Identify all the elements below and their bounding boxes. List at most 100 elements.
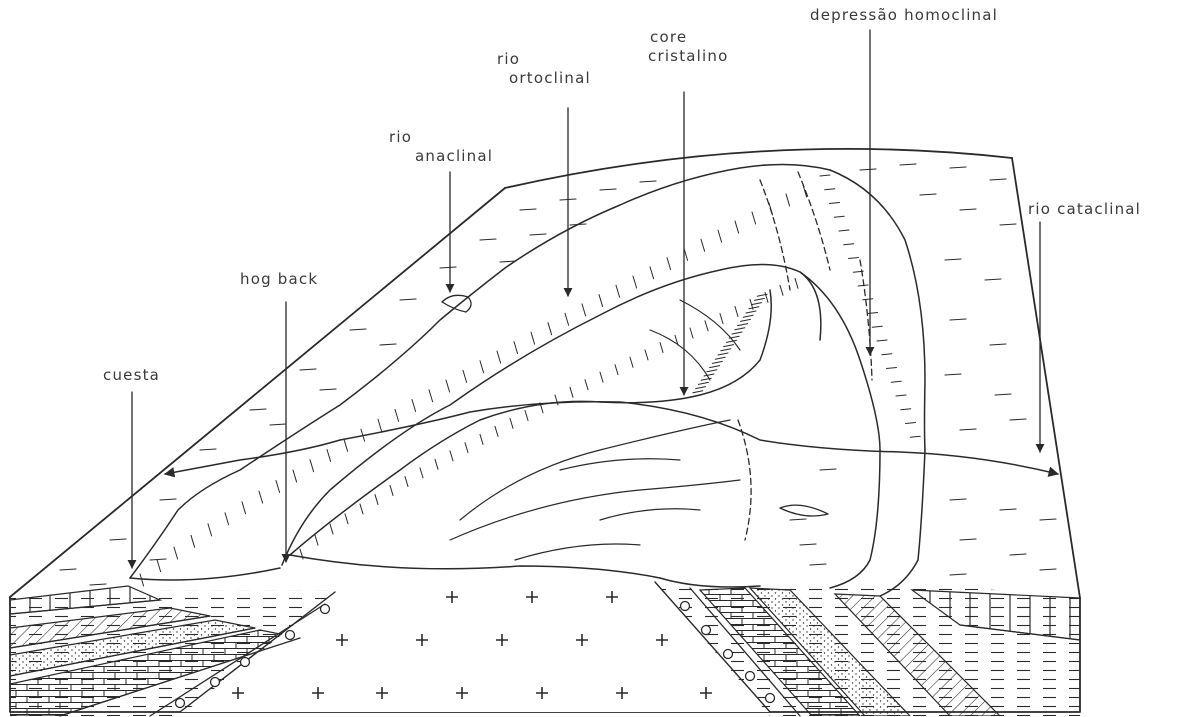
surface-dash — [60, 569, 76, 570]
hachure — [704, 374, 714, 376]
hachure — [901, 409, 911, 410]
core-dome — [290, 290, 771, 587]
hachure — [752, 303, 762, 305]
hachure — [718, 353, 728, 355]
hachure — [825, 189, 835, 190]
hachure — [480, 434, 483, 444]
hachure — [660, 343, 663, 353]
hachure — [315, 535, 318, 545]
hachure — [705, 321, 708, 331]
hachure — [208, 524, 212, 536]
hachure — [795, 278, 798, 288]
hachure — [844, 244, 854, 245]
surface-dash — [380, 344, 396, 345]
hachure — [752, 212, 756, 224]
surface-dash — [960, 209, 976, 210]
hachure — [780, 285, 783, 295]
hachure — [378, 419, 382, 431]
hachure — [345, 514, 348, 524]
plateau-surface-marks — [60, 164, 1056, 585]
surface-dash — [300, 369, 316, 370]
surface-dash — [110, 539, 126, 540]
hachure — [259, 491, 263, 503]
hachure — [465, 443, 468, 453]
surface-dash — [985, 279, 1001, 280]
pebble-circle — [286, 631, 295, 640]
surface-dash — [1010, 554, 1026, 555]
surface-dash — [860, 169, 876, 170]
hachure — [570, 387, 573, 397]
hachure — [599, 295, 603, 307]
hachure — [327, 449, 331, 461]
surface-dash — [350, 329, 366, 330]
surface-dash — [790, 519, 806, 520]
surface-dash — [200, 449, 216, 450]
hachure — [769, 203, 773, 215]
pebble-circle — [241, 658, 250, 667]
hachure — [497, 351, 501, 363]
hachure — [839, 230, 849, 231]
hachure — [910, 436, 920, 437]
surface-dash — [400, 299, 416, 300]
hachure — [701, 239, 705, 251]
hachure — [746, 311, 756, 313]
hachure — [735, 328, 745, 330]
inner-ridges — [450, 300, 740, 560]
hachure — [891, 381, 901, 382]
pebble-circle — [211, 678, 220, 687]
hachure — [868, 313, 878, 314]
hachure — [633, 276, 637, 288]
hachure — [514, 342, 518, 354]
hachure — [174, 547, 178, 559]
cuesta-ridge — [130, 164, 830, 580]
hachure — [721, 349, 731, 351]
cliff-mark — [780, 505, 828, 516]
surface-dash — [1040, 569, 1056, 570]
label-arrows — [132, 30, 1040, 568]
surface-dash — [945, 374, 961, 375]
hogback-ridge — [282, 264, 821, 565]
hachure — [242, 502, 246, 514]
surface-dash — [945, 259, 961, 260]
surface-dash — [950, 499, 966, 500]
hachure — [735, 221, 739, 233]
surface-dash — [520, 209, 536, 210]
surface-dash — [1000, 509, 1016, 510]
surface-dash — [160, 499, 176, 500]
hachure — [863, 299, 873, 300]
hachure — [720, 314, 723, 324]
hachure — [140, 574, 144, 586]
hachure — [872, 326, 882, 327]
hachure — [834, 216, 844, 217]
hachure — [375, 495, 378, 505]
hachure — [435, 459, 438, 469]
surface-dash — [950, 167, 966, 168]
hachure — [718, 230, 722, 242]
drainage-lines — [738, 172, 872, 540]
surface-dash — [900, 164, 916, 165]
surface-dash — [90, 584, 106, 585]
hachure — [707, 370, 717, 372]
surface-dash — [990, 344, 1006, 345]
hachure — [690, 328, 693, 338]
hachure — [896, 395, 906, 396]
surface-dash — [960, 539, 976, 540]
hachure — [310, 460, 314, 472]
surface-dash — [440, 267, 456, 268]
hachure — [276, 481, 280, 493]
hachure — [585, 380, 588, 390]
hachure — [615, 365, 618, 375]
hachure — [450, 451, 453, 461]
pebble-circle — [702, 626, 711, 635]
hachure — [849, 258, 859, 259]
hachure — [820, 175, 830, 176]
hachure — [735, 306, 738, 316]
hachure — [858, 285, 868, 286]
surface-dash — [270, 424, 286, 425]
hachure — [650, 267, 654, 279]
pebble-circle — [321, 605, 330, 614]
hachure — [405, 477, 408, 487]
hachure — [877, 340, 887, 341]
hachure — [412, 400, 416, 412]
